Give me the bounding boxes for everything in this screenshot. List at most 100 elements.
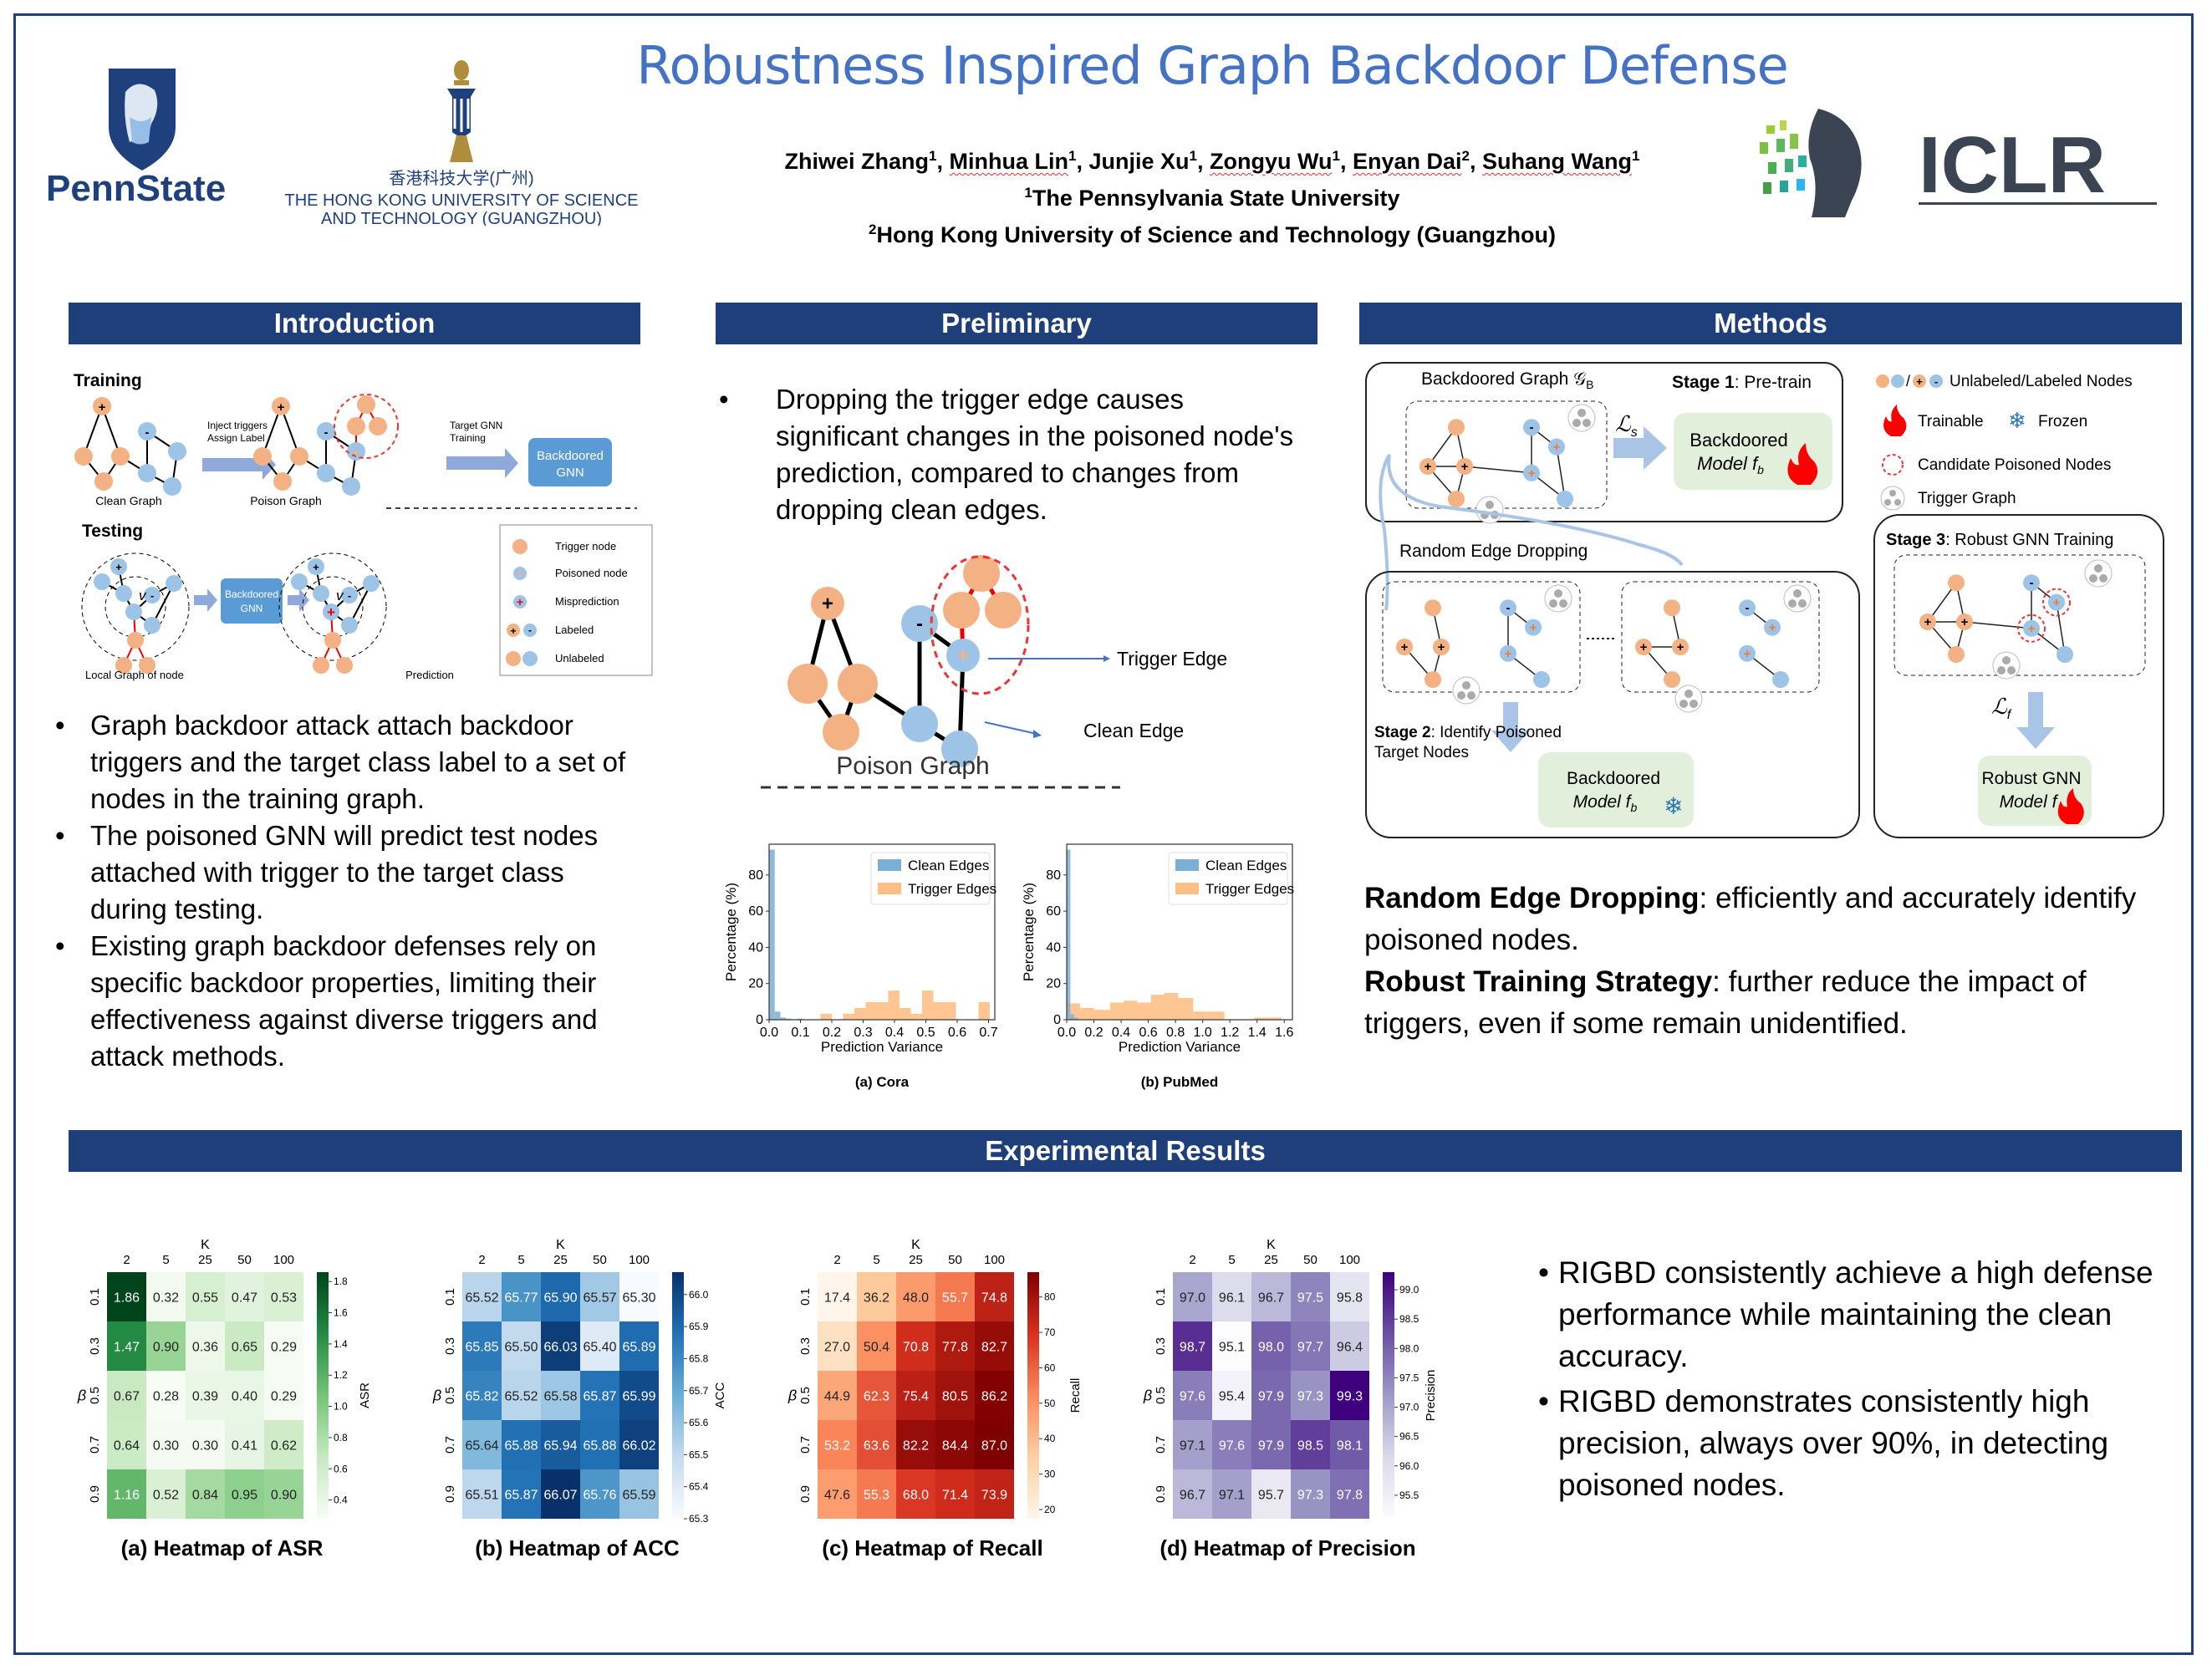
y-tick-label: 0.7	[88, 1436, 102, 1454]
heatmap-value: 65.51	[465, 1489, 498, 1503]
heatmap-value: 80.5	[942, 1390, 968, 1404]
heatmap-value: 82.2	[903, 1439, 929, 1454]
y-tick-label: 80	[748, 868, 763, 883]
results-bullet-list: RIGBD consistently achieve a high defens…	[1538, 1252, 2190, 1506]
heatmap-value: 65.89	[622, 1341, 655, 1355]
y-tick-label: 0.5	[1154, 1387, 1168, 1404]
x-tick-label: 0.8	[1166, 1026, 1185, 1040]
stage3-box	[1873, 514, 2164, 838]
x-tick-label: 2	[123, 1253, 130, 1267]
y-tick-label: 0.7	[1154, 1436, 1168, 1454]
y-axis-label: β	[77, 1388, 86, 1404]
histogram-bar	[1080, 1007, 1094, 1020]
y-tick-label: 0.9	[1154, 1485, 1168, 1503]
preliminary-bullet: Dropping the trigger edge causes signifi…	[719, 381, 1304, 528]
svg-text:Backdoored: Backdoored	[1567, 769, 1660, 788]
heatmap-value: 0.84	[192, 1489, 218, 1503]
intro-bullet: Existing graph backdoor defenses rely on…	[55, 928, 640, 1075]
y-axis-label: β	[787, 1388, 797, 1404]
svg-text:+: +	[1530, 621, 1537, 635]
svg-text:Trigger Graph: Trigger Graph	[1918, 490, 2016, 507]
svg-text:+: +	[2028, 622, 2036, 636]
histogram-bar	[843, 1013, 854, 1020]
heatmap-value: 84.4	[942, 1439, 968, 1454]
results-bullet: RIGBD demonstrates consistently high pre…	[1538, 1381, 2190, 1506]
stage2-graph-b: ++-++	[1635, 584, 1812, 713]
loss-s-label: ℒs	[1615, 411, 1638, 440]
chart-caption: (b) PubMed	[1141, 1074, 1219, 1090]
x-tick-label: 2	[833, 1253, 840, 1267]
heatmap-value: 65.52	[504, 1390, 538, 1404]
heatmap-cell	[935, 1321, 975, 1371]
svg-text:+: +	[353, 446, 360, 460]
local-graph: + - v	[81, 552, 190, 674]
svg-text:/: /	[1906, 373, 1910, 390]
heatmap-value: 98.5	[1297, 1439, 1323, 1454]
clean-graph: + -	[74, 397, 186, 496]
affiliation-2: 2Hong Kong University of Science and Tec…	[869, 221, 1556, 247]
x-tick-label: 1.0	[1194, 1026, 1212, 1040]
colorbar-tick: 98.0	[1399, 1342, 1419, 1354]
x-tick-label: 100	[984, 1253, 1005, 1267]
svg-text:+: +	[313, 561, 319, 573]
heatmap-value: 86.2	[981, 1390, 1007, 1404]
poster-title: Robustness Inspired Graph Backdoor Defen…	[636, 35, 1788, 96]
legend-label: Trigger Edges	[908, 881, 996, 897]
heatmap-cell	[1291, 1321, 1330, 1371]
colorbar-tick: 65.4	[689, 1481, 709, 1493]
graph-node	[2023, 619, 2040, 637]
y-tick-label: 0	[1053, 1013, 1061, 1027]
trigger-node-icon	[512, 539, 528, 554]
graph-node	[1764, 619, 1781, 636]
heatmap-cell	[146, 1420, 186, 1469]
colorbar-tick: 99.0	[1399, 1284, 1419, 1296]
author-name: Zhiwei Zhang	[784, 149, 930, 174]
colorbar-tick: 20	[1044, 1504, 1056, 1515]
x-tick-label: 2	[478, 1253, 485, 1267]
heatmap-value: 1.47	[114, 1341, 140, 1355]
histogram-bar	[933, 1002, 945, 1020]
heatmap-cell	[1212, 1469, 1251, 1519]
heatmap-value: 0.55	[192, 1291, 218, 1306]
histogram-bar	[820, 1013, 832, 1020]
heatmap-value: 65.64	[465, 1439, 498, 1454]
svg-text:-: -	[1506, 601, 1511, 615]
heatmap-value: 48.0	[903, 1291, 929, 1306]
snowflake-icon: ❄	[2008, 408, 2026, 433]
misprediction-icon: +	[327, 604, 335, 620]
svg-text:Target GNN: Target GNN	[450, 420, 502, 431]
heatmap-value: 36.2	[864, 1291, 889, 1306]
heatmap-cell	[857, 1321, 896, 1371]
heatmap-value: 50.4	[864, 1341, 889, 1355]
heatmap-cell	[107, 1321, 146, 1371]
heatmap-cell	[1330, 1321, 1369, 1371]
heatmap-cell	[146, 1469, 186, 1519]
graph-node	[1548, 438, 1565, 456]
colorbar-tick: 1.2	[334, 1369, 348, 1381]
clean-edge-label: Clean Edge	[1083, 720, 1184, 741]
svg-text:+: +	[278, 400, 285, 415]
trigger-graph-icon	[1452, 676, 1481, 705]
candidate-node-icon	[2042, 588, 2071, 617]
heatmap-value: 0.30	[153, 1439, 179, 1454]
heatmap-cell	[107, 1272, 146, 1321]
heatmap-value: 65.87	[583, 1390, 616, 1404]
y-tick-label: 0.9	[798, 1485, 813, 1503]
candidate-node-icon	[2017, 614, 2046, 643]
poison-graph: + - +	[253, 394, 399, 496]
x-tick-label: 0.6	[948, 1026, 966, 1040]
svg-text:-: -	[916, 613, 923, 635]
heatmap-value: 97.8	[1337, 1489, 1363, 1503]
heatmap-cell	[186, 1272, 225, 1321]
svg-text:Labeled: Labeled	[555, 624, 594, 636]
methods-legend: / + - Unlabeled/Labeled Nodes Trainable …	[1876, 373, 2133, 511]
graph-node	[1533, 671, 1550, 688]
svg-text:+: +	[1640, 640, 1648, 654]
heatmap-cell	[1173, 1420, 1212, 1469]
svg-text:Unlabeled: Unlabeled	[555, 652, 604, 664]
heatmap-value: 62.3	[864, 1390, 889, 1404]
heatmap-cell	[975, 1469, 1014, 1519]
heatmap-value: 0.40	[232, 1390, 257, 1404]
svg-text:PennState: PennState	[46, 168, 226, 209]
